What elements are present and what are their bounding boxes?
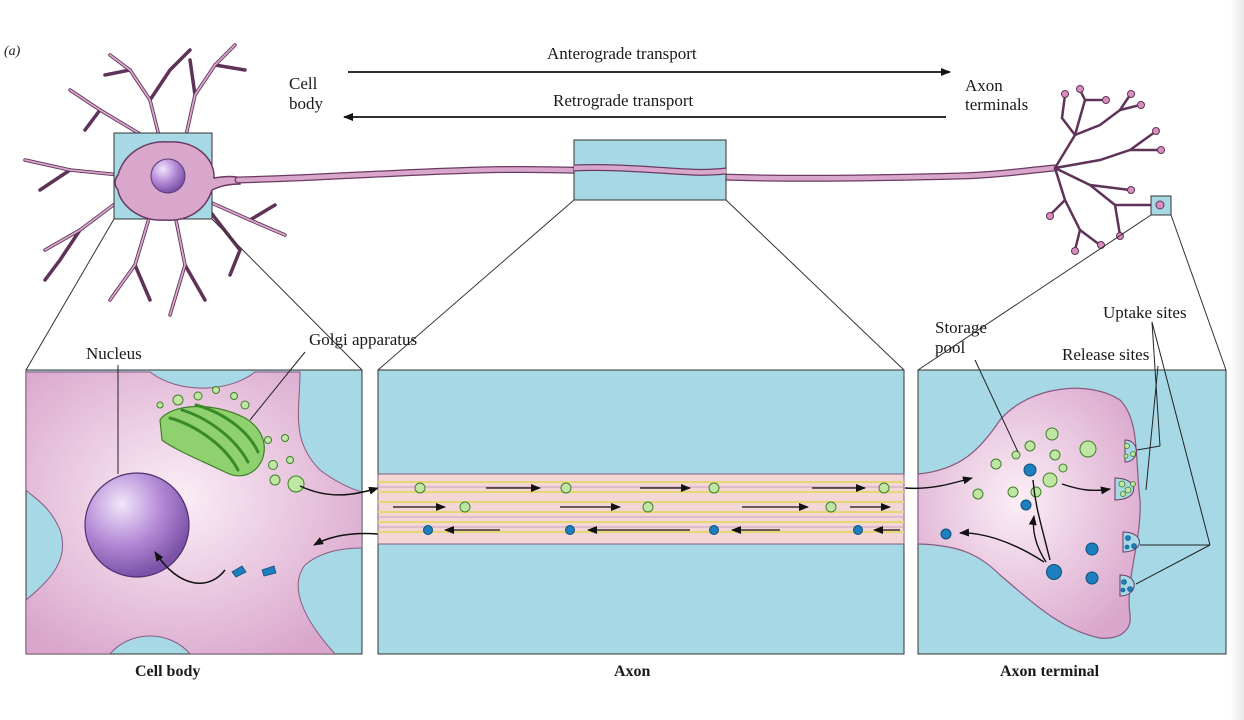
nucleus-label: Nucleus <box>86 344 142 363</box>
soma-nucleus <box>150 158 186 194</box>
retrograde-label: Retrograde transport <box>553 91 694 110</box>
neuron-illustration <box>23 43 1172 317</box>
right-edge-shade <box>1230 0 1244 720</box>
axon-caption: Axon <box>614 663 651 680</box>
axon-membrane-lines <box>378 486 904 528</box>
axon-terminal-caption: Axon terminal <box>1000 663 1100 680</box>
axon-terminals-label-line2: terminals <box>965 95 1029 114</box>
cell-body-nucleus <box>84 472 190 578</box>
retrograde-vesicles <box>423 525 863 535</box>
storage-pool-vesicles <box>972 427 1097 500</box>
zoom-connector-lines <box>25 199 1227 371</box>
terminal-boutons <box>1046 85 1165 255</box>
panel-letter: (a) <box>4 44 21 59</box>
terminal-blue-vesicles <box>940 463 1099 585</box>
axon-direction-arrows <box>393 484 900 534</box>
release-sites-label: Release sites <box>1062 345 1150 364</box>
axon-terminal-branches <box>1048 88 1162 252</box>
storage-pool-label-line1: Storage <box>935 318 987 337</box>
cell-body-top-label-line2: body <box>289 94 323 113</box>
golgi-vesicles <box>156 386 305 493</box>
terminal-callout-lines <box>974 321 1211 585</box>
anterograde-label: Anterograde transport <box>547 44 697 63</box>
axon-terminal-panel <box>904 321 1227 655</box>
anterograde-vesicles <box>414 482 890 513</box>
axon-panel <box>377 369 905 655</box>
cell-body-panel <box>25 351 379 655</box>
cell-body-caption: Cell body <box>135 663 201 680</box>
returning-vesicles <box>231 565 277 578</box>
cell-body-top-label-line1: Cell <box>289 74 318 93</box>
transport-arrows <box>343 68 951 121</box>
uptake-sites-label: Uptake sites <box>1103 303 1187 322</box>
golgi-apparatus <box>159 403 265 477</box>
storage-pool-label-line2: pool <box>935 338 966 357</box>
cell-body-cytoplasm <box>26 371 362 654</box>
axon-terminals-label-line1: Axon <box>965 76 1003 95</box>
golgi-label: Golgi apparatus <box>309 330 418 349</box>
